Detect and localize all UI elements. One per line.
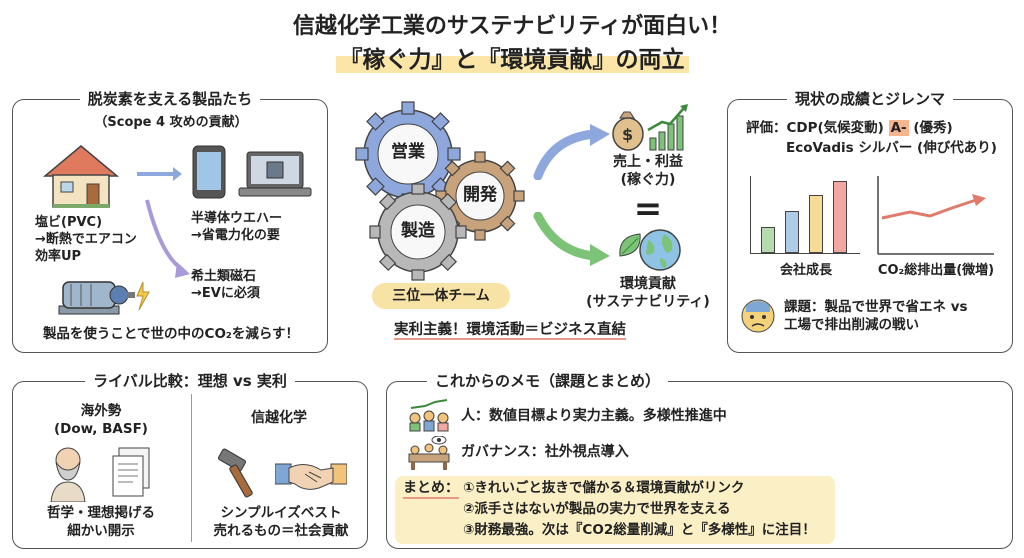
arrow-up-right-icon: [533, 124, 610, 180]
emissions-line-chart: [877, 176, 994, 255]
laptop-chip-icon: [238, 151, 312, 197]
page-subtitle-text: 『稼ぐ力』と『環境貢献』の両立: [335, 47, 689, 73]
growth-bar-1: [761, 227, 775, 253]
growth-bar-2: [785, 211, 799, 253]
shinetsu-desc: シンプルイズベスト 売れるもの＝社会貢献: [213, 505, 349, 539]
slogan-text: 実利主義！環境活動＝ビジネス直結: [394, 322, 626, 340]
governance-text: ガバナンス：社外視点導入: [461, 444, 629, 460]
pvc-text: 塩ビ(PVC) →断熱でエアコン 効率UP: [35, 215, 137, 264]
products-heading: 脱炭素を支える製品たち: [13, 88, 327, 109]
gears-icon: [355, 101, 525, 281]
team-label: 三位一体チーム: [372, 283, 510, 309]
rivals-heading: ライバル比較：理想 vs 実利: [13, 370, 367, 391]
products-heading-text: 脱炭素を支える製品たち: [79, 90, 261, 108]
page-subtitle: 『稼ぐ力』と『環境貢献』の両立: [0, 40, 1024, 74]
status-heading-text: 現状の成績とジレンマ: [786, 90, 953, 108]
products-subheading: （Scope 4 攻めの貢献）: [94, 115, 248, 130]
growth-bar-chart: [750, 176, 860, 254]
gear-label-development: 開発: [463, 185, 497, 205]
summary-item-1: ①きれいごと抜きで儲かる＆環境貢献がリンク: [463, 480, 745, 496]
chart2-label: CO₂総排出量(微増): [877, 263, 995, 278]
rivals-panel: ライバル比較：理想 vs 実利 海外勢 (Dow, BASF) 哲学・理想掲げる…: [12, 372, 368, 549]
motor-icon: [58, 281, 150, 315]
overseas-desc: 哲学・理想掲げる 細かい開示: [47, 505, 155, 539]
people-growth-icon: [409, 399, 449, 432]
ecovadis-line: EcoVadis シルバー (伸び代あり): [786, 140, 997, 156]
semiconductor-text: 半導体ウエハー →省電力化の要: [191, 211, 283, 243]
products-footer: 製品を使うことで世の中のCO₂を減らす！: [42, 326, 300, 342]
rating-suffix: (優秀): [908, 120, 953, 136]
philosopher-icon: [50, 447, 86, 502]
people-text: 人：数値目標より実力主義。多様性推進中: [461, 408, 727, 424]
overseas-title: 海外勢 (Dow, BASF): [54, 403, 148, 437]
globe-leaf-icon: [619, 229, 681, 271]
house-icon: [42, 145, 120, 208]
rivals-divider: [191, 394, 192, 542]
rivals-heading-text: ライバル比較：理想 vs 実利: [85, 372, 295, 390]
slogan: 実利主義！環境活動＝ビジネス直結: [360, 322, 660, 340]
svg-text:$: $: [622, 125, 633, 144]
arrow-right-icon: [137, 167, 182, 181]
issue-text: 課題：製品で世界で省エネ vs 工場で排出削減の戦い: [784, 299, 968, 333]
rating-line: 評価：CDP(気候変動) A- (優秀): [746, 120, 953, 137]
gear-label-sales: 営業: [391, 142, 425, 162]
page-title: 信越化学工業のサステナビリティが面白い！: [292, 14, 732, 39]
memo-heading: これからのメモ（課題とまとめ）: [427, 370, 1012, 391]
memo-heading-text: これからのメモ（課題とまとめ）: [427, 372, 669, 390]
status-panel: 現状の成績とジレンマ 評価：CDP(気候変動) A- (優秀) EcoVadis…: [727, 90, 1013, 353]
gear-label-manufacturing: 製造: [401, 221, 435, 241]
summary-item-2: ②派手さはないが製品の実力で世界を支える: [463, 501, 731, 517]
hammer-icon: [217, 448, 253, 498]
products-panel: 脱炭素を支える製品たち （Scope 4 攻めの貢献） 塩ビ(PVC) →断熱で…: [12, 90, 328, 353]
summary-box: まとめ： ①きれいごと抜きで儲かる＆環境貢献がリンク ②派手さはないが製品の実力…: [395, 476, 835, 544]
magnet-text: 希土類磁石 →EVに必須: [191, 269, 260, 301]
handshake-icon: [275, 463, 347, 490]
worried-face-icon: [741, 299, 775, 333]
chart1-label: 会社成長: [779, 263, 832, 278]
growth-bar-4: [833, 181, 847, 253]
sales-profit-label: 売上・利益 (稼ぐ力): [613, 154, 683, 188]
shinetsu-title: 信越化学: [251, 410, 307, 426]
money-bag-icon: $: [612, 104, 688, 151]
summary-label: まとめ：: [403, 480, 459, 499]
rating-prefix: 評価：CDP(気候変動): [746, 120, 889, 136]
arrow-curve-icon: [145, 199, 190, 278]
rating-grade: A-: [888, 120, 909, 136]
equals-sign: =: [633, 189, 663, 229]
smartphone-icon: [192, 145, 226, 199]
summary-item-3: ③財務最強。次は『CO2総量削減』と『多様性』に注目！: [463, 522, 816, 538]
document-icon: [112, 447, 150, 497]
status-heading: 現状の成績とジレンマ: [728, 88, 1012, 109]
environment-label: 環境貢献 (サステナビリティ): [586, 276, 710, 310]
governance-icon: [408, 436, 450, 470]
memo-panel: これからのメモ（課題とまとめ） 人：数値目標より実力主義。多様性推進中 ガバナン…: [386, 372, 1013, 549]
growth-bar-3: [809, 195, 823, 253]
arrow-down-right-icon: [533, 212, 610, 266]
